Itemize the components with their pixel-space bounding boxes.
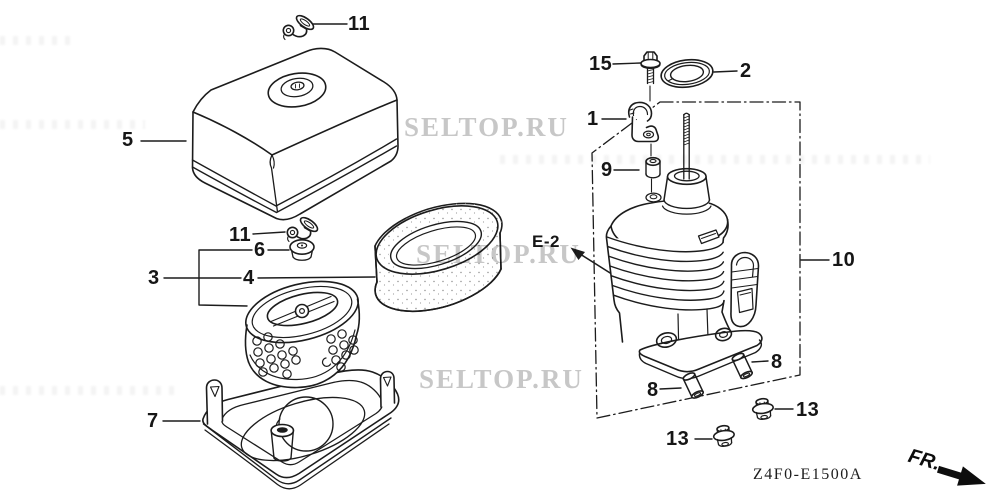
watermark: SELTOP.RU bbox=[404, 112, 569, 142]
callout-grommet: 6 bbox=[254, 239, 266, 261]
spacer-collar bbox=[645, 156, 661, 179]
wing-nut-mid bbox=[286, 216, 319, 243]
section-reference-e2: E-2 bbox=[532, 232, 560, 251]
callout-wing-nut-mid: 11 bbox=[229, 224, 252, 246]
callout-bolt: 15 bbox=[589, 53, 613, 75]
scan-noise bbox=[0, 36, 70, 45]
callout-gasket: 2 bbox=[740, 60, 752, 82]
breather-tube-right bbox=[731, 352, 754, 380]
flange-nut-left bbox=[712, 424, 735, 447]
flange-nut-right bbox=[751, 397, 774, 420]
case-ribs bbox=[606, 236, 725, 311]
wing-nut-top bbox=[282, 14, 315, 41]
diagram-code: Z4F0-E1500A bbox=[753, 466, 863, 483]
outer-foam-filter bbox=[374, 202, 503, 313]
watermark: SELTOP.RU bbox=[419, 364, 584, 394]
air-cleaner-cover bbox=[191, 47, 399, 221]
callout-base: 7 bbox=[147, 410, 159, 432]
callout-clamp: 1 bbox=[587, 108, 599, 130]
callout-outer-filter: 4 bbox=[243, 267, 255, 289]
callout-tube-left: 8 bbox=[647, 379, 659, 401]
scan-noise bbox=[0, 120, 145, 129]
leader-lines bbox=[140, 23, 830, 440]
watermark: SELTOP.RU bbox=[416, 239, 581, 269]
paper-filter-element bbox=[244, 280, 361, 389]
callout-nut-left: 13 bbox=[666, 428, 690, 450]
callout-cover: 5 bbox=[122, 129, 134, 151]
stud-bolt bbox=[683, 112, 690, 180]
grommet bbox=[289, 239, 315, 261]
fr-direction-arrow bbox=[936, 465, 986, 486]
callout-tube-right: 8 bbox=[771, 351, 783, 373]
callout-nut-right: 13 bbox=[796, 399, 820, 421]
callout-case-assembly: 10 bbox=[832, 249, 856, 271]
breather-tube-left bbox=[682, 372, 705, 399]
air-cleaner-base bbox=[202, 369, 400, 490]
flange-bolt bbox=[640, 51, 661, 85]
scan-noise bbox=[0, 386, 180, 395]
callout-collar: 9 bbox=[601, 159, 613, 181]
air-cleaner-case bbox=[605, 167, 763, 380]
scan-noise bbox=[500, 155, 930, 164]
element-vent-holes bbox=[252, 329, 359, 379]
tube-clamp bbox=[627, 101, 660, 143]
callout-wing-nut-top: 11 bbox=[348, 13, 371, 35]
gasket-ring bbox=[660, 58, 714, 89]
assembly-boundary-box bbox=[591, 101, 801, 419]
callout-element-assembly: 3 bbox=[148, 267, 160, 289]
